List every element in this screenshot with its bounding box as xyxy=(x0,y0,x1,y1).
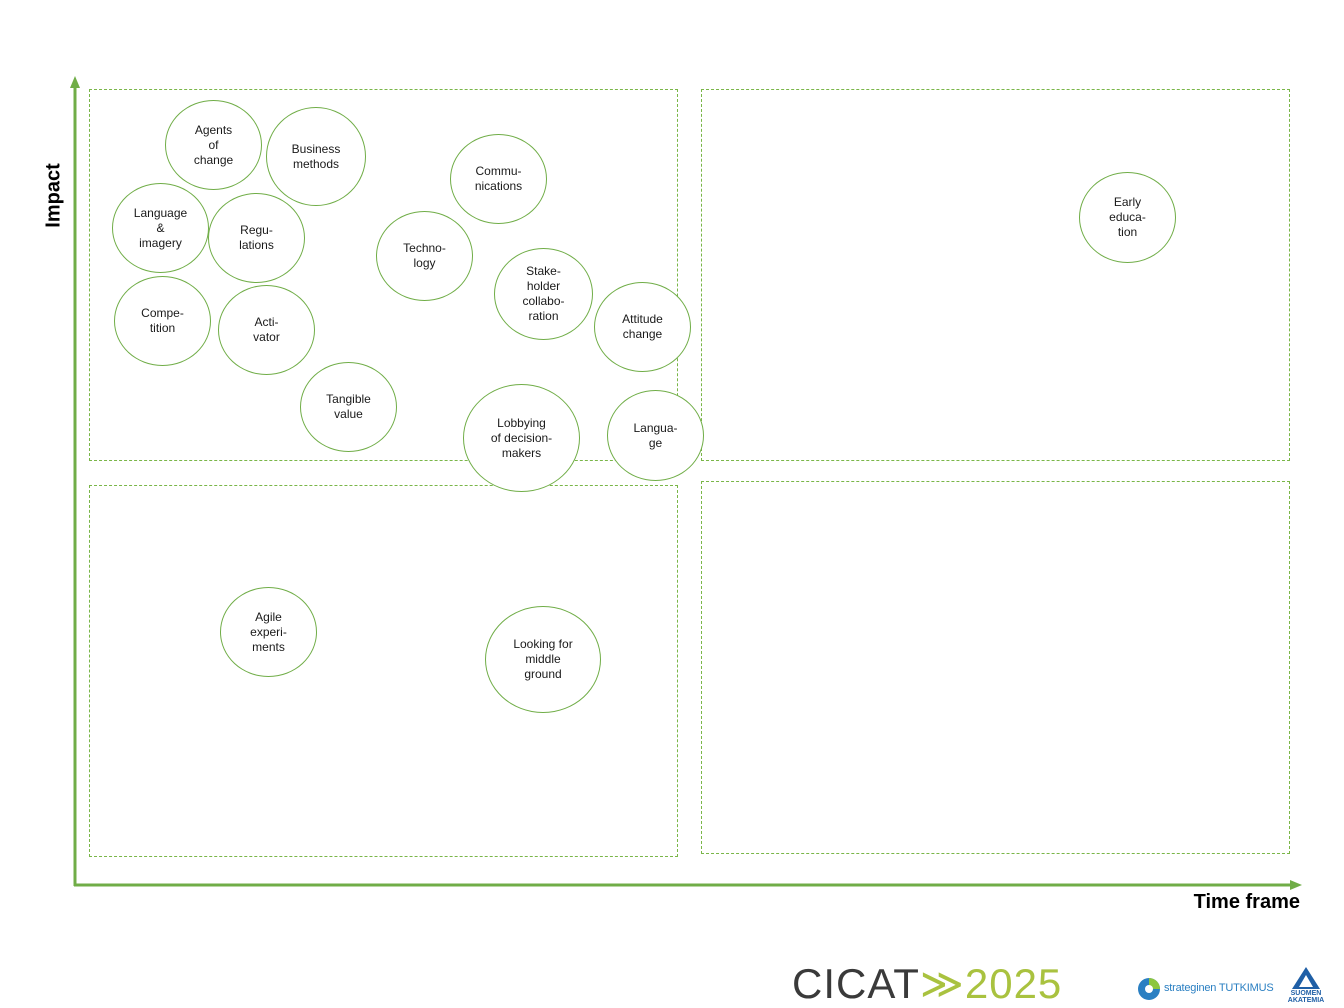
quadrant-top-right xyxy=(701,89,1290,461)
bubble-looking-for-middle-ground: Looking for middle ground xyxy=(485,606,601,713)
bubble-language-imagery: Language & imagery xyxy=(112,183,209,273)
strateginen-tutkimus-logo: strateginen TUTKIMUS xyxy=(1136,972,1274,1004)
quadrant-top-left xyxy=(89,89,678,461)
strateginen-logo-icon xyxy=(1138,978,1160,1000)
bubble-competition: Compe- tition xyxy=(114,276,211,366)
cicat-logo-year: ≫2025 xyxy=(919,960,1063,1007)
suomen-akatemia-icon xyxy=(1292,967,1320,989)
bubble-regulations: Regu- lations xyxy=(208,193,305,283)
bubble-early-education: Early educa- tion xyxy=(1079,172,1176,263)
bubble-activator: Acti- vator xyxy=(218,285,315,375)
bubble-technology: Techno- logy xyxy=(376,211,473,301)
bubble-attitude-change: Attitude change xyxy=(594,282,691,372)
bubble-language: Langua- ge xyxy=(607,390,704,481)
bubble-stakeholder-collaboration: Stake- holder collabo- ration xyxy=(494,248,593,340)
quadrant-bottom-right xyxy=(701,481,1290,854)
y-axis-arrowhead xyxy=(70,76,80,88)
bubble-business-methods: Business methods xyxy=(266,107,366,206)
suomen-akatemia-logo: SUOMEN AKATEMIA xyxy=(1284,966,1328,1006)
y-axis-label: Impact xyxy=(42,163,65,228)
bubble-communications: Commu- nications xyxy=(450,134,547,224)
cicat-2025-logo: CICAT ≫2025 xyxy=(792,962,1062,1006)
quadrant-bottom-left xyxy=(89,485,678,857)
x-axis-arrowhead xyxy=(1290,880,1302,890)
strateginen-logo-text: strateginen TUTKIMUS xyxy=(1164,982,1274,994)
bubble-tangible-value: Tangible value xyxy=(300,362,397,452)
cicat-logo-text: CICAT xyxy=(792,960,920,1007)
suomen-akatemia-text: SUOMEN AKATEMIA xyxy=(1287,990,1325,1004)
bubble-agile-experiments: Agile experi- ments xyxy=(220,587,317,677)
x-axis-label: Time frame xyxy=(1193,891,1300,913)
bubble-lobbying: Lobbying of decision- makers xyxy=(463,384,580,492)
bubble-agents-of-change: Agents of change xyxy=(165,100,262,190)
